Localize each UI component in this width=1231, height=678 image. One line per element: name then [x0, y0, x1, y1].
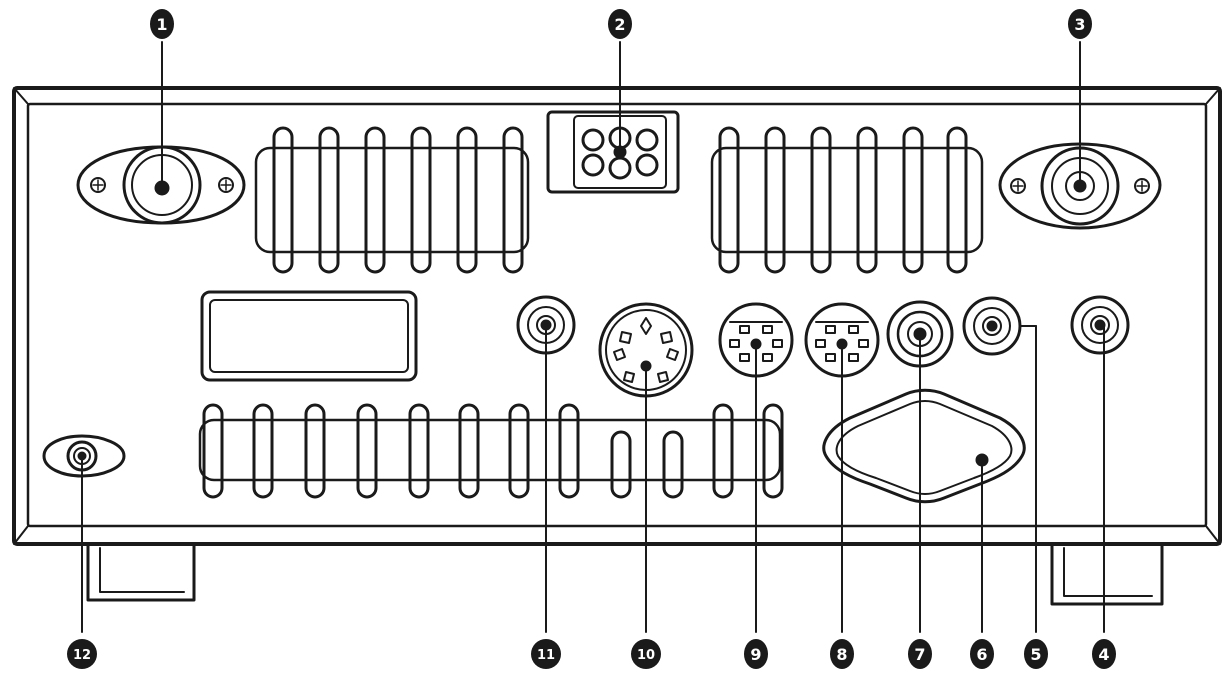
svg-text:3: 3 [1074, 15, 1085, 34]
callout-11: 11 [531, 639, 561, 669]
cabinet-inner [26, 102, 1208, 528]
cover-plate-6 [822, 388, 1026, 504]
cabinet-outer [12, 86, 1222, 546]
callout-9: 9 [744, 639, 768, 669]
feet [86, 544, 1164, 606]
callout-4: 4 [1092, 639, 1116, 669]
foot-right [1050, 544, 1164, 606]
callout-12: 12 [67, 639, 97, 669]
svg-text:6: 6 [976, 645, 987, 664]
cabinet [12, 86, 1222, 546]
callout-badges: 1 2 3 4 5 6 7 8 [67, 9, 1116, 669]
callout-5: 5 [1024, 639, 1048, 669]
svg-text:7: 7 [914, 645, 925, 664]
svg-text:2: 2 [614, 15, 625, 34]
svg-text:1: 1 [156, 15, 167, 34]
foot-left [86, 544, 196, 602]
leader-lines [81, 41, 1105, 633]
svg-text:8: 8 [836, 645, 847, 664]
ground-terminal-12[interactable] [42, 434, 126, 478]
svg-text:11: 11 [537, 648, 555, 663]
callout-10: 10 [631, 639, 661, 669]
lower-vents [198, 403, 784, 499]
callout-7: 7 [908, 639, 932, 669]
svg-text:4: 4 [1098, 645, 1109, 664]
jack-4[interactable] [1070, 295, 1130, 355]
callout-8: 8 [830, 639, 854, 669]
svg-text:9: 9 [750, 645, 761, 664]
svg-text:10: 10 [637, 648, 655, 663]
svg-text:5: 5 [1030, 645, 1041, 664]
upper-vents [254, 126, 984, 274]
label-plate [200, 290, 418, 382]
jack-5[interactable] [962, 296, 1022, 356]
dc-power-connector[interactable] [546, 110, 680, 194]
callout-3: 3 [1068, 9, 1092, 39]
svg-text:12: 12 [73, 648, 91, 663]
callout-2: 2 [608, 9, 632, 39]
callout-6: 6 [970, 639, 994, 669]
callout-1: 1 [150, 9, 174, 39]
